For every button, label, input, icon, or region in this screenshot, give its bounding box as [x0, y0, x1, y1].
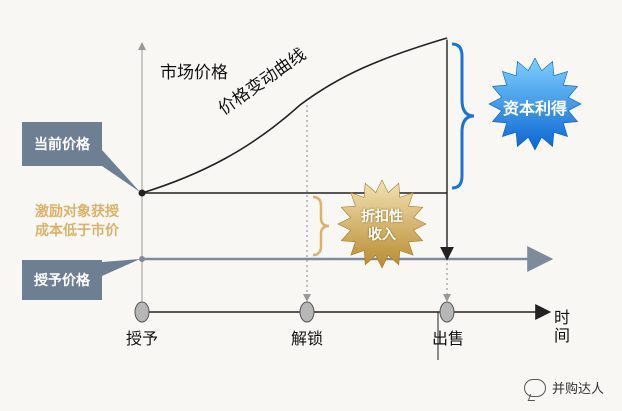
milestone-marker-sale	[439, 301, 455, 323]
time-label-line-1: 时	[554, 308, 571, 327]
discount-income-star	[337, 179, 427, 269]
current-price-label: 当前价格	[34, 137, 90, 153]
discount-income-line-2: 收入	[368, 227, 396, 243]
milestone-label-unlock: 解锁	[291, 329, 324, 348]
watermark-text: 并购达人	[551, 382, 604, 397]
time-axis-label: 时 间	[554, 309, 570, 345]
time-label-line-2: 间	[554, 326, 571, 345]
current-price-point	[138, 189, 146, 197]
capital-gain-text: 资本利得	[502, 99, 567, 118]
wechat-icon	[523, 378, 546, 397]
grant-price-callout-tail	[102, 259, 140, 276]
grant-price-label: 授予价格	[34, 273, 90, 289]
milestone-marker-grant	[134, 301, 150, 323]
grant-price-point	[139, 256, 145, 262]
milestone-label-grant: 授予	[126, 329, 159, 348]
discount-income-brace	[312, 195, 330, 257]
discount-income-line-1: 折扣性	[361, 209, 403, 225]
price-curve	[141, 37, 448, 194]
incentive-cost-line-2: 成本低于市价	[35, 223, 119, 239]
watermark: 并购达人	[523, 378, 604, 397]
grant-price-callout: 授予价格	[22, 260, 102, 300]
capital-gain-brace	[451, 42, 475, 190]
current-price-callout-tail	[102, 150, 140, 192]
current-price-callout: 当前价格	[22, 122, 102, 166]
milestone-marker-unlock	[299, 301, 315, 323]
incentive-cost-line-1: 激励对象获授	[35, 204, 119, 220]
discount-income-text: 折扣性 收入	[352, 208, 412, 244]
incentive-cost-note: 激励对象获授 成本低于市价	[22, 203, 132, 241]
capital-gain-star	[488, 57, 582, 151]
market-price-label: 市场价格	[160, 63, 228, 83]
milestone-label-sale: 出售	[432, 329, 465, 348]
